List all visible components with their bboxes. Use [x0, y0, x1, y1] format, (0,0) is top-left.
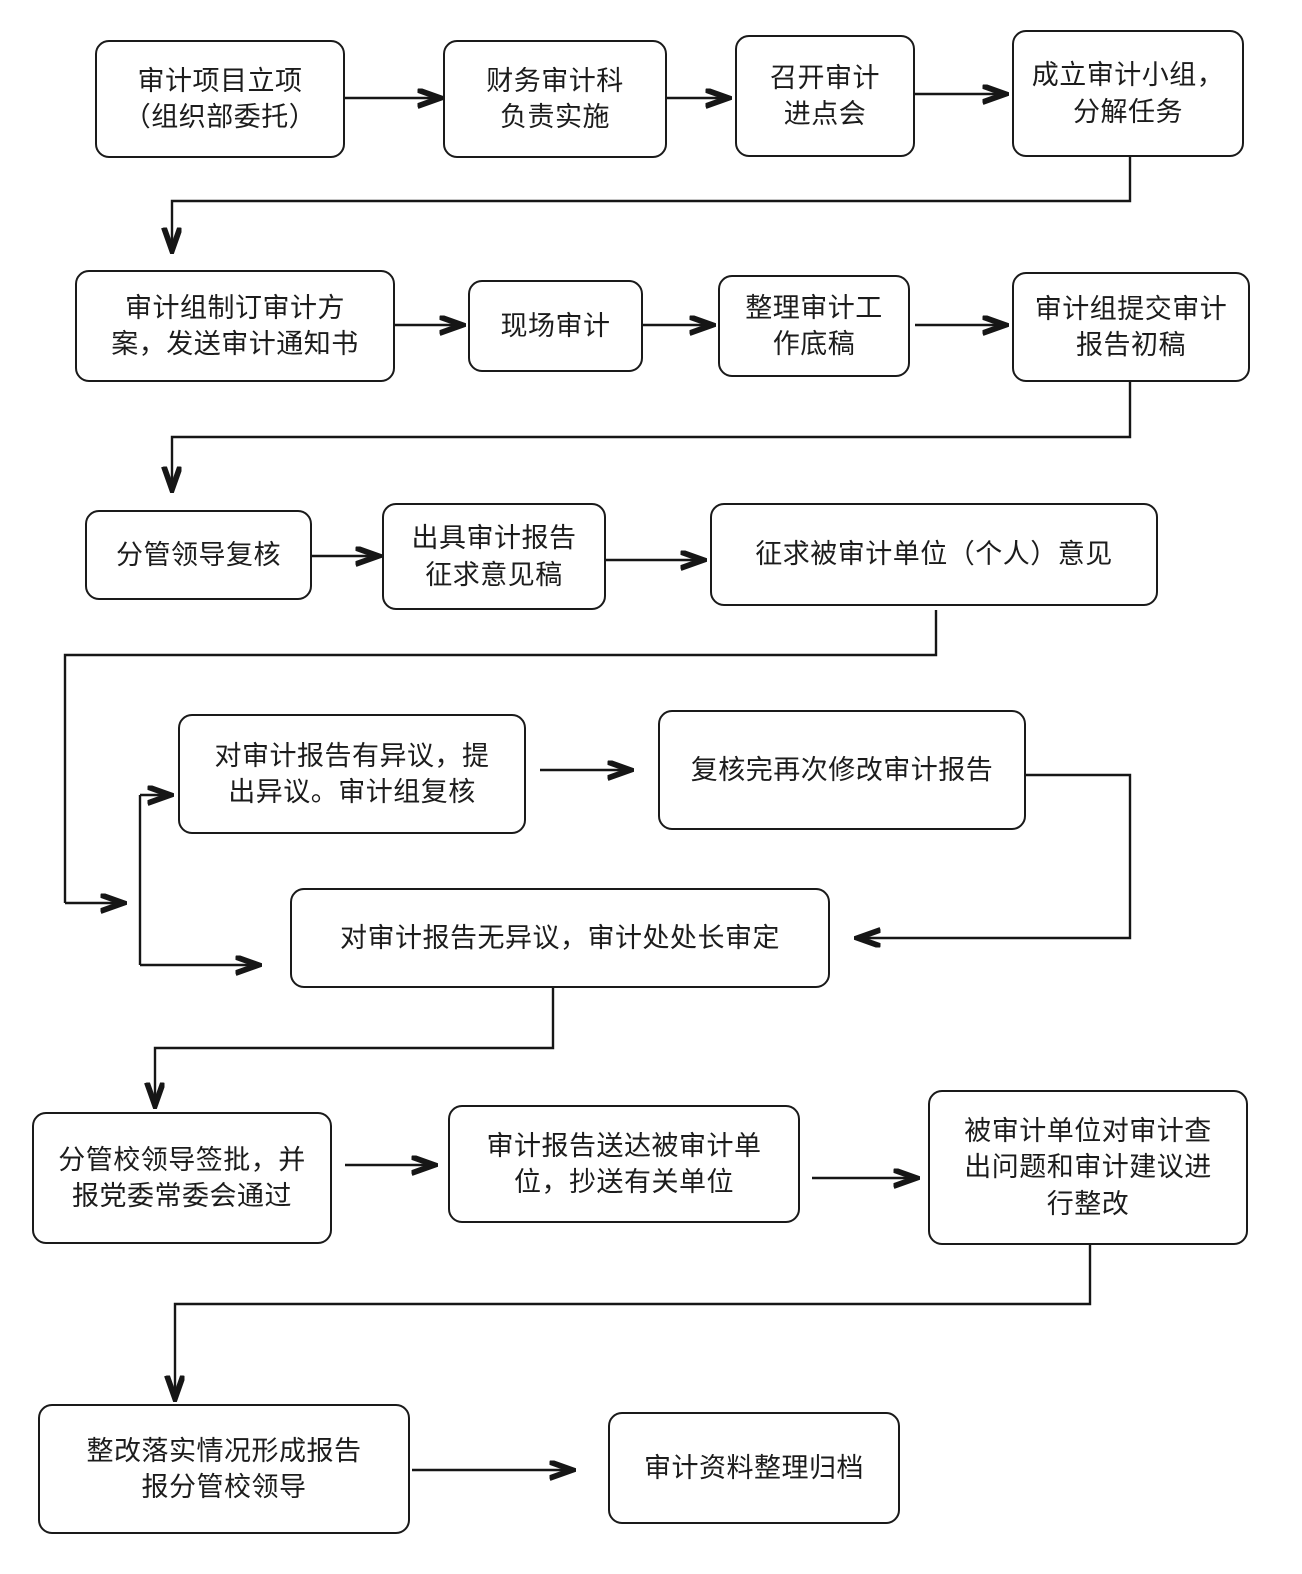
node-n18[interactable]: 整改落实情况形成报告 报分管校领导: [38, 1404, 410, 1534]
node-label: 整改落实情况形成报告 报分管校领导: [86, 1435, 362, 1502]
node-label: 审计组制订审计方 案，发送审计通知书: [111, 292, 359, 359]
node-label: 分管校领导签批，并 报党委常委会通过: [58, 1144, 306, 1211]
node-n7[interactable]: 整理审计工 作底稿: [718, 275, 910, 377]
node-n16[interactable]: 审计报告送达被审计单 位，抄送有关单位: [448, 1105, 800, 1223]
node-n10[interactable]: 出具审计报告 征求意见稿: [382, 503, 606, 610]
node-n4[interactable]: 成立审计小组， 分解任务: [1012, 30, 1244, 157]
node-label: 复核完再次修改审计报告: [690, 754, 994, 785]
edge-n4-n5: [172, 157, 1132, 250]
node-n19[interactable]: 审计资料整理归档: [608, 1412, 900, 1524]
node-n3[interactable]: 召开审计 进点会: [735, 35, 915, 157]
node-label: 召开审计 进点会: [770, 62, 880, 129]
node-n12[interactable]: 对审计报告有异议，提 出异议。审计组复核: [178, 714, 526, 834]
node-label: 对审计报告有异议，提 出异议。审计组复核: [214, 740, 490, 807]
node-label: 征求被审计单位（个人）意见: [755, 539, 1113, 570]
node-n11[interactable]: 征求被审计单位（个人）意见: [710, 503, 1158, 606]
edge-n8-n9: [172, 382, 1132, 489]
node-label: 现场审计: [500, 310, 611, 341]
node-n5[interactable]: 审计组制订审计方 案，发送审计通知书: [75, 270, 395, 382]
node-label: 对审计报告无异议，审计处处长审定: [340, 922, 780, 953]
node-label: 分管领导复核: [116, 539, 281, 570]
node-n8[interactable]: 审计组提交审计 报告初稿: [1012, 272, 1250, 382]
node-n17[interactable]: 被审计单位对审计查 出问题和审计建议进 行整改: [928, 1090, 1248, 1245]
node-label: 被审计单位对审计查 出问题和审计建议进 行整改: [964, 1115, 1212, 1219]
node-n13[interactable]: 复核完再次修改审计报告: [658, 710, 1026, 830]
node-label: 出具审计报告 征求意见稿: [411, 523, 577, 590]
node-n9[interactable]: 分管领导复核: [85, 510, 312, 600]
node-n1[interactable]: 审计项目立项 （组织部委托）: [95, 40, 345, 158]
node-label: 审计资料整理归档: [644, 1452, 864, 1483]
node-label: 成立审计小组， 分解任务: [1031, 60, 1225, 127]
node-label: 审计组提交审计 报告初稿: [1034, 293, 1228, 360]
node-label: 审计报告送达被审计单 位，抄送有关单位: [486, 1130, 762, 1197]
edge-n17-n18: [175, 1243, 1092, 1398]
node-label: 审计项目立项 （组织部委托）: [123, 65, 317, 132]
node-n2[interactable]: 财务审计科 负责实施: [443, 40, 667, 158]
node-n14[interactable]: 对审计报告无异议，审计处处长审定: [290, 888, 830, 988]
edge-n14-n15: [155, 988, 555, 1105]
node-label: 财务审计科 负责实施: [486, 65, 624, 132]
node-n15[interactable]: 分管校领导签批，并 报党委常委会通过: [32, 1112, 332, 1244]
node-n6[interactable]: 现场审计: [468, 280, 643, 372]
node-label: 整理审计工 作底稿: [745, 292, 883, 359]
